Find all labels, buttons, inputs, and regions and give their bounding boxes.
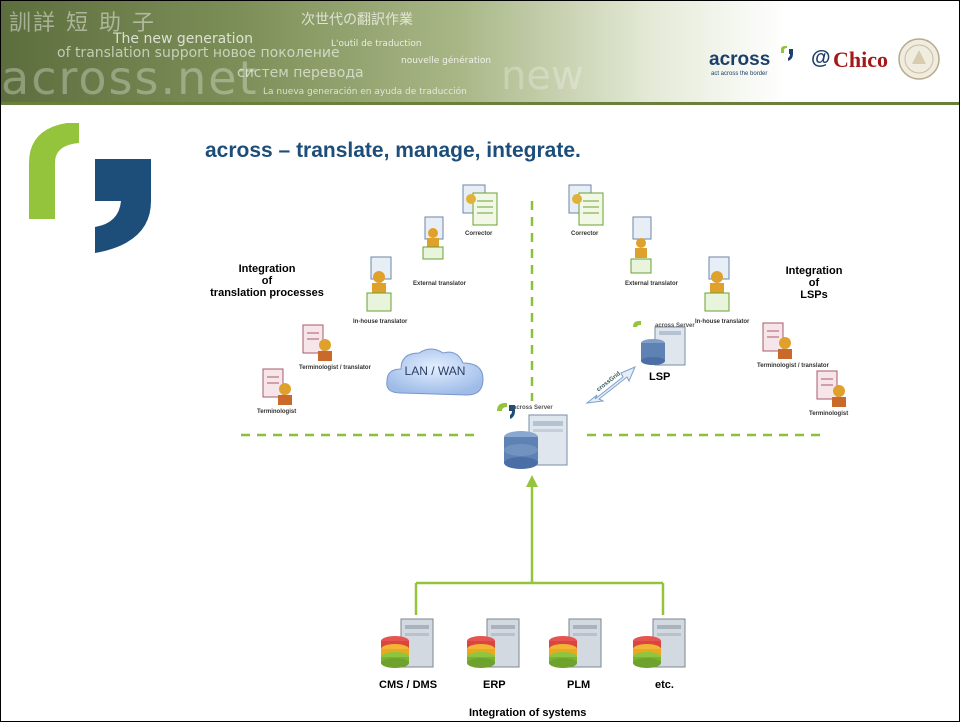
left-heading-line: of — [261, 275, 273, 287]
right-heading-line: of — [808, 277, 820, 289]
banner-text: 次世代の翻訳作業 — [301, 12, 413, 28]
external-translator-icon — [422, 216, 444, 260]
logo-brand: across — [709, 49, 771, 70]
corrector-label: Corrector — [465, 231, 493, 237]
external-translator-label: External translator — [413, 281, 467, 287]
terminologist-icon — [262, 368, 292, 405]
corrector-label: Corrector — [571, 231, 599, 237]
external-translator-label: External translator — [625, 281, 679, 287]
lsp-server-icon — [633, 321, 686, 366]
banner-text: The new generation — [113, 31, 254, 47]
system-label: PLM — [567, 679, 591, 691]
banner-rule — [1, 102, 959, 105]
systems-caption: Integration of systems — [469, 707, 587, 719]
header-banner: across.net new 訓詳 短 助 子 次世代の翻訳作業 The new… — [1, 1, 959, 102]
lsp-server-tag: across Server — [655, 323, 695, 329]
right-heading-line: LSPs — [800, 289, 828, 301]
terminologist-translator-label: Terminologist / translator — [299, 365, 371, 371]
terminologist-translator-label: Terminologist / translator — [757, 363, 829, 369]
corrector-icon — [462, 184, 498, 226]
banner-text: La nueva generación en ayuda de traducci… — [263, 87, 467, 97]
right-heading-line: Integration — [785, 265, 843, 277]
inhouse-translator-icon — [366, 256, 392, 312]
cloud-label: LAN / WAN — [404, 364, 466, 378]
external-translator-icon — [630, 216, 652, 274]
logo-at: @ — [811, 47, 831, 69]
banner-text: new — [501, 53, 584, 99]
terminologist-icon — [816, 370, 846, 407]
etc-server-icon — [633, 618, 686, 668]
right-heading: Integration of LSPs — [779, 265, 849, 301]
seal-icon — [898, 38, 940, 80]
terminologist-translator-icon — [762, 322, 792, 359]
cloud-icon — [386, 348, 484, 396]
erp-server-icon — [467, 618, 520, 668]
system-label: CMS / DMS — [379, 679, 438, 691]
across-chico-logo: across act across the border @ Chico — [707, 38, 951, 89]
banner-text: систем перевода — [237, 65, 364, 81]
across-server-icon — [497, 403, 568, 469]
terminologist-label: Terminologist — [257, 409, 297, 415]
terminologist-translator-icon — [302, 324, 332, 361]
banner-text: nouvelle génération — [401, 56, 492, 66]
banner-text: 訓詳 短 助 子 — [9, 11, 156, 36]
double-arrow-icon — [585, 366, 636, 404]
quote-icon — [781, 46, 793, 61]
quote-mark-icon — [29, 123, 151, 253]
page-title: across – translate, manage, integrate. — [205, 139, 581, 162]
inhouse-translator-icon — [704, 256, 730, 312]
banner-text: L'outil de traduction — [331, 39, 422, 49]
inhouse-translator-label: In-house translator — [353, 319, 408, 325]
corrector-icon — [568, 184, 604, 226]
system-label: etc. — [655, 679, 674, 691]
cms-dms-server-icon — [381, 618, 434, 668]
server-tag: across Server — [513, 405, 553, 411]
system-label: ERP — [483, 679, 506, 691]
left-heading-line: Integration — [238, 263, 296, 275]
banner-text: of translation support новое поколение — [57, 45, 340, 61]
left-heading: Integration of translation processes — [209, 263, 325, 299]
terminologist-label: Terminologist — [809, 411, 849, 417]
inhouse-translator-label: In-house translator — [695, 319, 750, 325]
logo-tagline: act across the border — [711, 71, 768, 77]
lsp-label: LSP — [649, 371, 671, 383]
logo-partner: Chico — [833, 47, 888, 72]
banner-text: across.net — [1, 51, 259, 102]
left-heading-line: translation processes — [210, 287, 324, 299]
plm-server-icon — [549, 618, 602, 668]
